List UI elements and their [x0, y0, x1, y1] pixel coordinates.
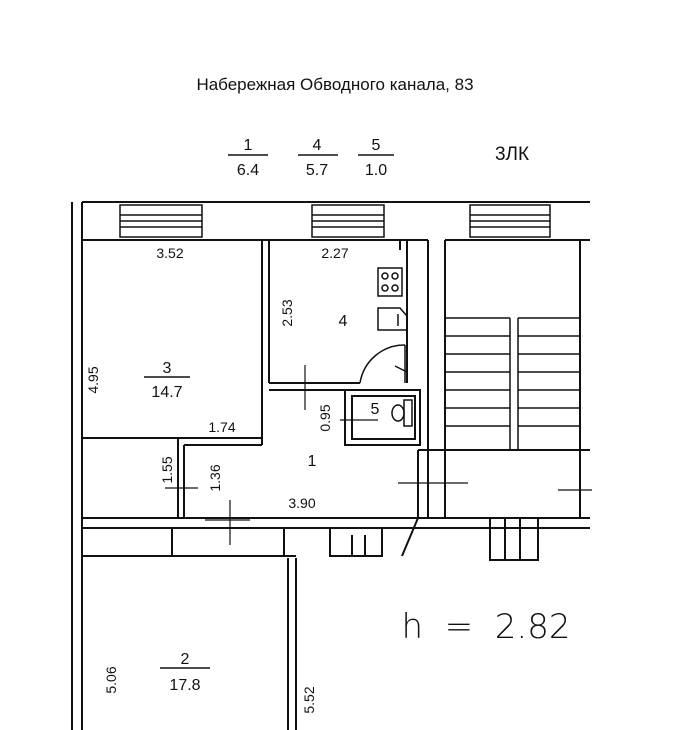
dim-506: 5.06: [103, 666, 119, 693]
room-4-label: 4: [339, 313, 348, 330]
room-1-label: 1: [308, 453, 317, 470]
walls: [71, 201, 590, 730]
dim-095: 0.95: [317, 404, 333, 431]
dim-552: 5.52: [301, 686, 317, 713]
legend-item-4: 4 5.7: [298, 137, 338, 179]
toilet-icon: [391, 399, 413, 427]
svg-text:2: 2: [181, 651, 190, 668]
dimension-ticks: [165, 365, 592, 545]
dim-227: 2.27: [321, 245, 348, 261]
svg-text:14.7: 14.7: [151, 384, 182, 401]
legend-item-1: 1 6.4: [228, 137, 268, 179]
room-5-label: 5: [371, 401, 380, 418]
dim-136: 1.36: [207, 464, 223, 491]
address-title: Набережная Обводного канала, 83: [196, 75, 473, 94]
room-3-label: 3 14.7: [144, 360, 190, 401]
door-swings: [359, 344, 408, 384]
svg-text:6.4: 6.4: [237, 162, 259, 179]
dim-253: 2.53: [279, 299, 295, 326]
svg-text:5: 5: [372, 137, 381, 154]
staircase: [445, 317, 580, 450]
svg-text:17.8: 17.8: [169, 677, 200, 694]
svg-text:5.7: 5.7: [306, 162, 328, 179]
dim-155: 1.55: [159, 456, 175, 483]
dim-174: 1.74: [208, 419, 235, 435]
windows: [119, 204, 551, 238]
dim-495: 4.95: [85, 366, 101, 393]
svg-text:1: 1: [244, 137, 253, 154]
stove-icon: [377, 267, 403, 297]
dim-352: 3.52: [156, 245, 183, 261]
dim-390: 3.90: [288, 495, 315, 511]
room-2-label: 2 17.8: [160, 651, 210, 694]
stair-label: 3ЛК: [495, 144, 529, 165]
ceiling-height: h = 2.82: [402, 607, 571, 647]
svg-text:3: 3: [163, 360, 172, 377]
legend-item-5: 5 1.0: [358, 137, 394, 179]
svg-text:4: 4: [313, 137, 322, 154]
sink-icon: [377, 307, 408, 331]
svg-text:1.0: 1.0: [365, 162, 387, 179]
legend: 1 6.4 4 5.7 5 1.0: [228, 137, 394, 179]
